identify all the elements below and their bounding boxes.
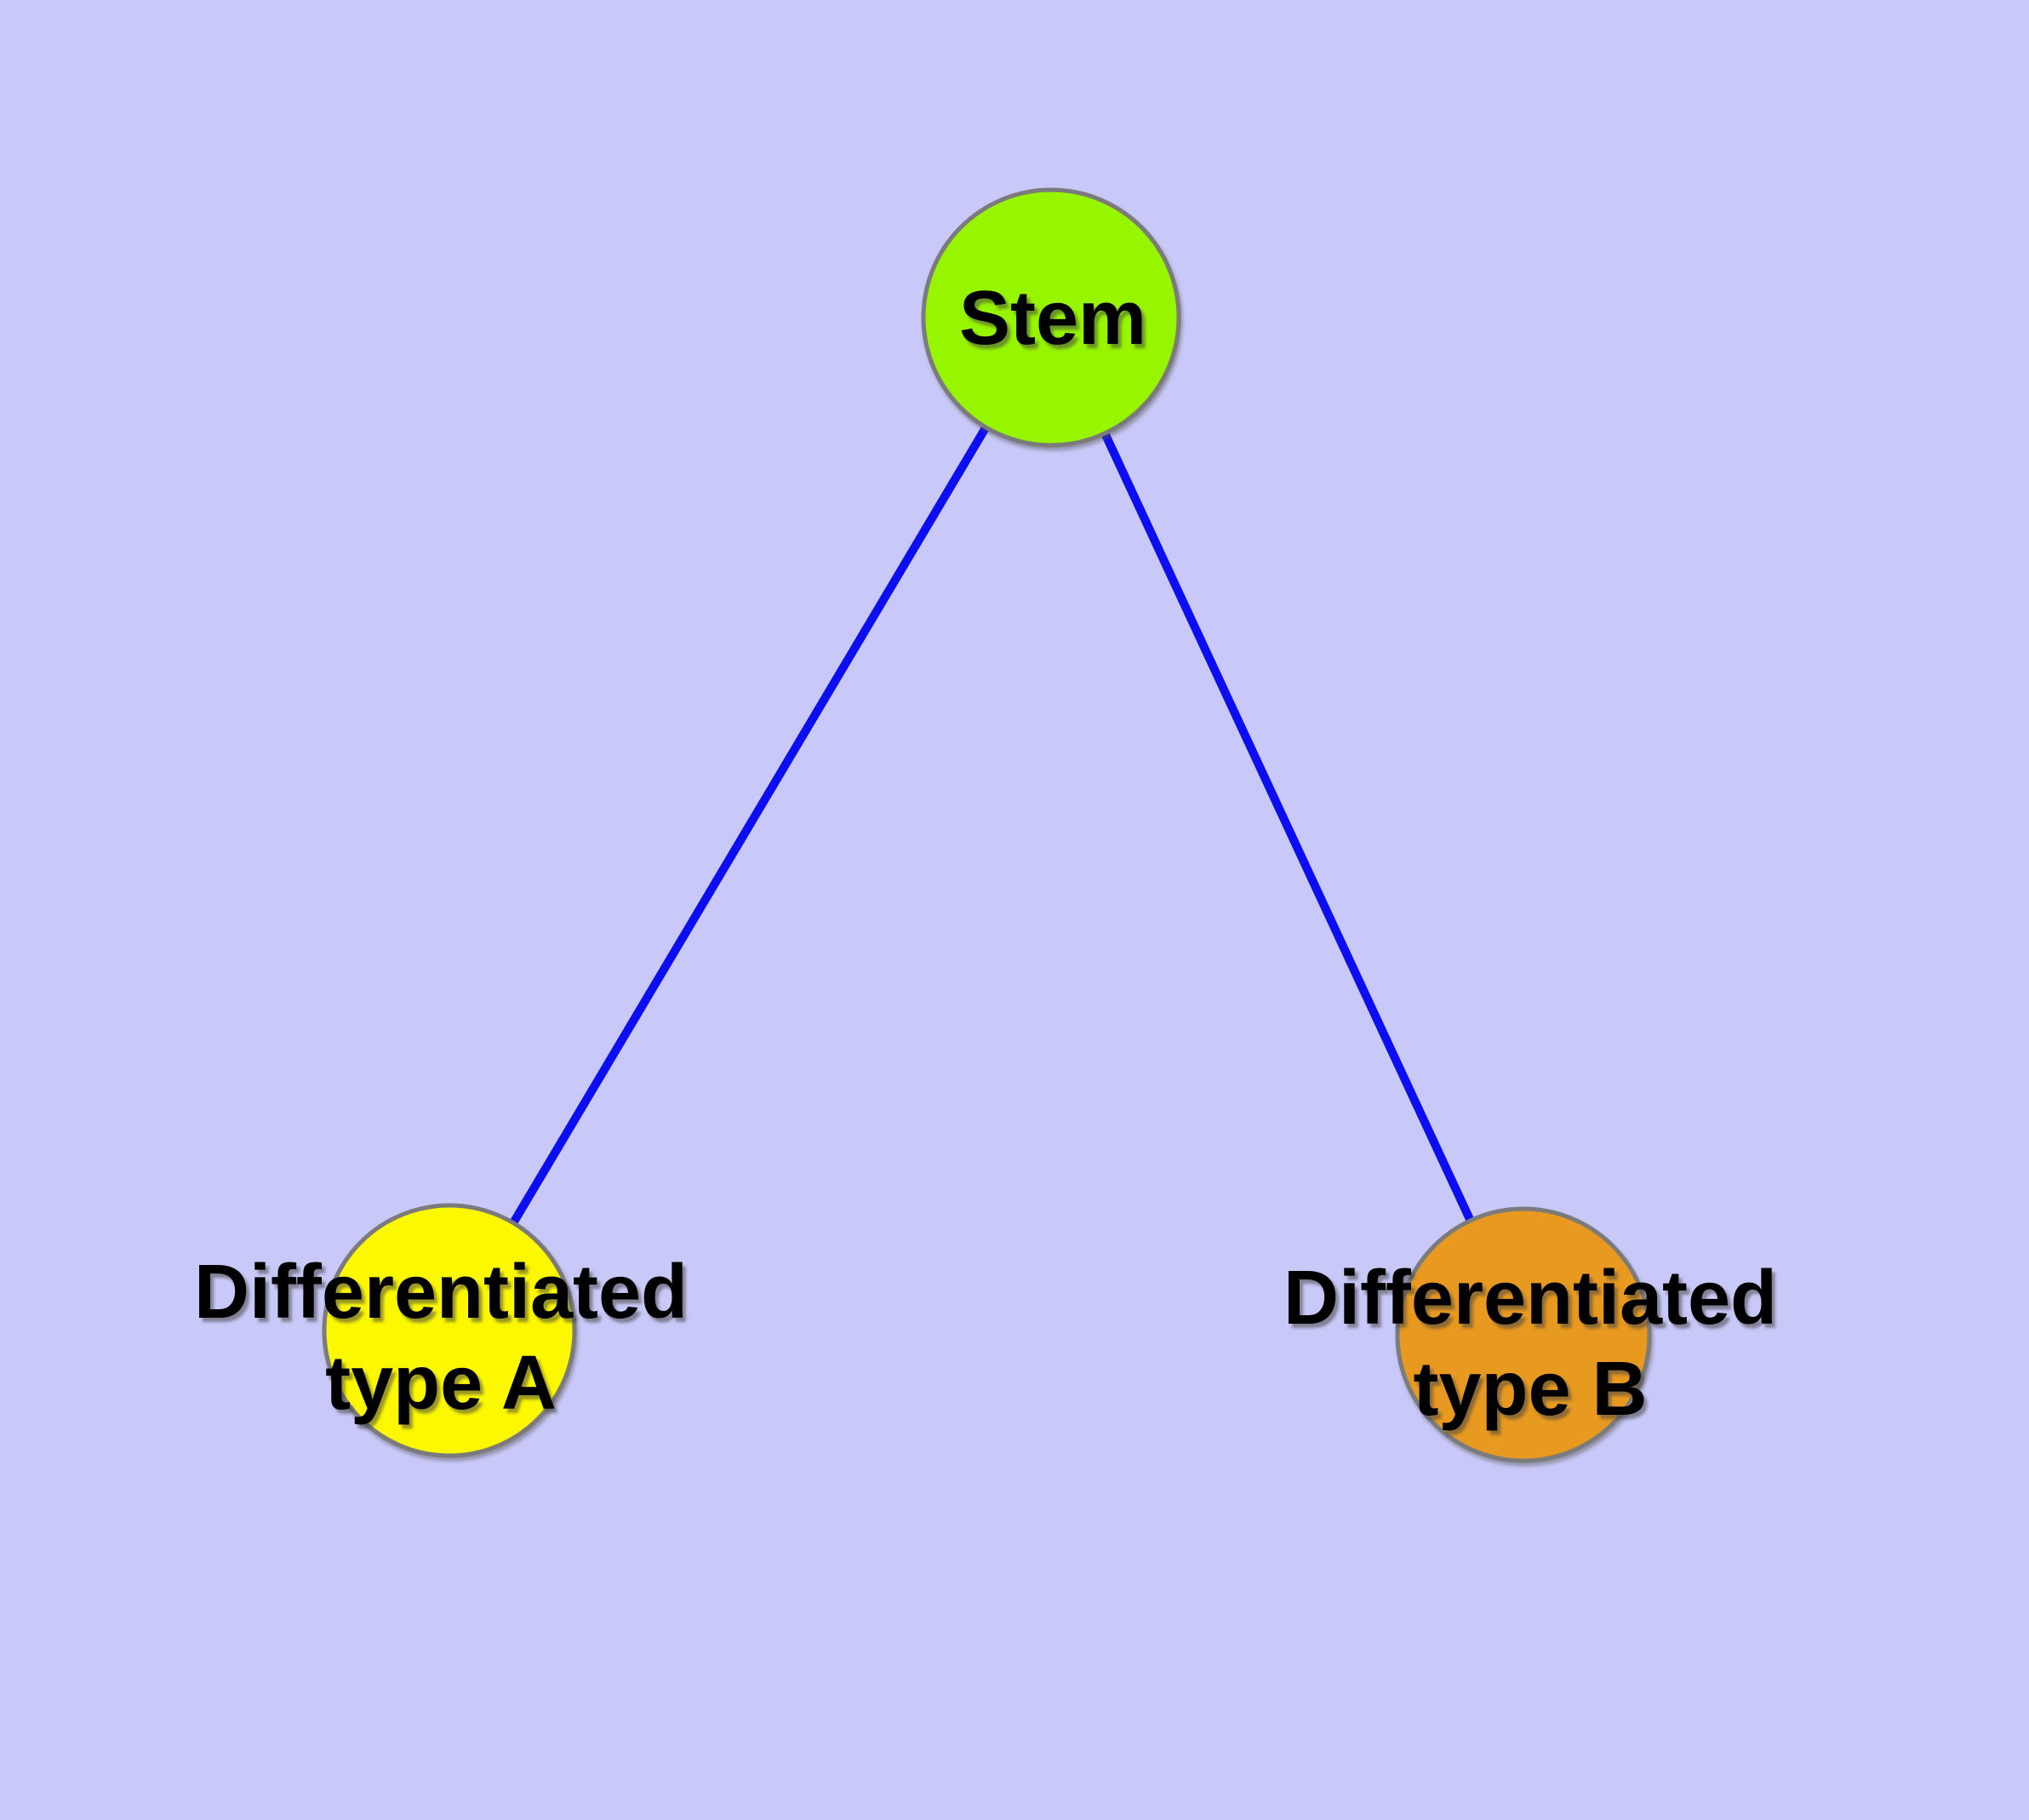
node-type-b-label-line1: Differentiated: [1283, 1256, 1777, 1341]
node-type-a: Differentiated type A: [194, 1203, 688, 1458]
edge-stem-to-type-b: [1047, 315, 1528, 1337]
node-type-a-label-line2: type A: [325, 1341, 557, 1426]
node-stem-label: Stem: [959, 276, 1146, 361]
node-type-a-label-line1: Differentiated: [194, 1250, 688, 1335]
node-type-b-label-line2: type B: [1413, 1347, 1647, 1432]
node-type-b: Differentiated type B: [1283, 1206, 1777, 1463]
node-stem-circle: [921, 187, 1181, 448]
node-stem: Stem: [921, 187, 1181, 448]
node-type-b-circle: [1395, 1206, 1652, 1463]
edge-stem-to-type-a: [445, 315, 1055, 1333]
node-type-a-circle: [322, 1203, 577, 1458]
